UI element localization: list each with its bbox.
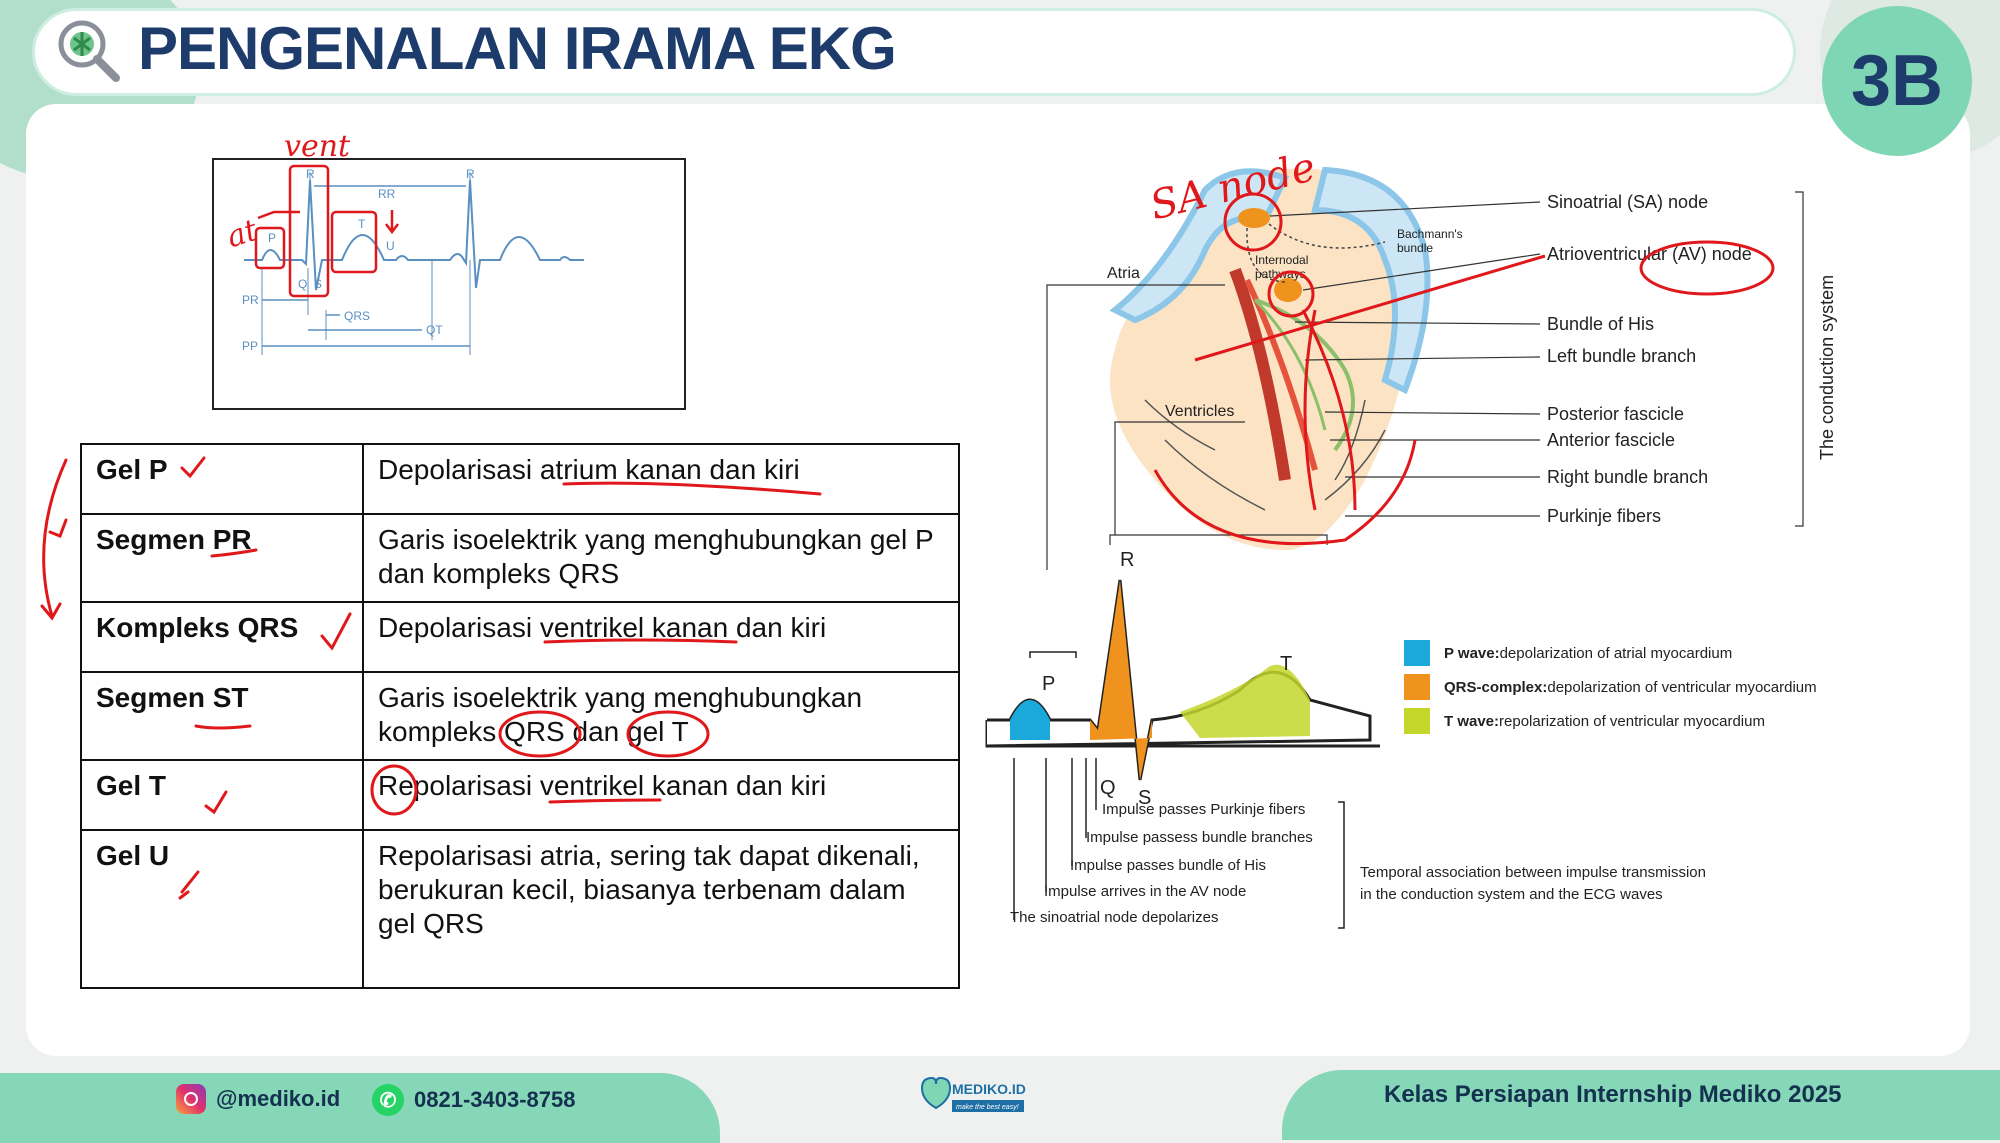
instagram-icon xyxy=(176,1084,206,1114)
handwritten-annotations-table xyxy=(40,456,822,900)
table-row: Kompleks QRS Depolarisasi ventrikel kana… xyxy=(80,601,960,673)
label-sa-node: Sinoatrial (SA) node xyxy=(1547,192,1708,212)
label-bundle-his: Bundle of His xyxy=(1547,314,1654,334)
logo-tagline: make the best easy! xyxy=(956,1104,1019,1111)
annotation-vent: vent xyxy=(284,129,351,164)
ekg-label-rr: RR xyxy=(378,187,396,201)
label-right-bundle: Right bundle branch xyxy=(1547,467,1708,487)
table-term: Gel U xyxy=(80,829,364,989)
step-av-node: Impulse arrives in the AV node xyxy=(1044,883,1246,900)
label-left-bundle: Left bundle branch xyxy=(1547,346,1696,366)
label-bachmann-1: Bachmann's xyxy=(1397,227,1463,241)
table-term: Gel P xyxy=(80,443,364,515)
ekg-label-qrs: QRS xyxy=(344,309,370,323)
ekg-label-p: P xyxy=(268,231,276,245)
table-row: Gel P Depolarisasi atrium kanan dan kiri xyxy=(80,443,960,515)
table-desc: Depolarisasi ventrikel kanan dan kiri xyxy=(362,601,960,673)
legend-item-t: T wave: repolarization of ventricular my… xyxy=(1404,708,1765,734)
legend-text: repolarization of ventricular myocardium xyxy=(1499,712,1765,730)
label-atria: Atria xyxy=(1107,265,1140,282)
slide-badge: 3B xyxy=(1822,6,1972,156)
logo-text: MEDIKO.ID xyxy=(952,1081,1026,1097)
whatsapp-contact[interactable]: ✆ 0821-3403-8758 xyxy=(372,1084,575,1116)
label-bachmann-2: bundle xyxy=(1397,241,1433,255)
label-internodal-1: Internodal xyxy=(1255,253,1308,267)
temporal-note-line2: in the conduction system and the ECG wav… xyxy=(1360,886,1663,903)
footer-left xyxy=(0,1073,720,1143)
ekg-label-pp: PP xyxy=(242,339,258,353)
step-bundle-branches: Impulse passess bundle branches xyxy=(1086,829,1313,846)
table-term: Segmen PR xyxy=(80,513,364,603)
table-row: Gel T Repolarisasi ventrikel kanan dan k… xyxy=(80,759,960,831)
table-row: Gel U Repolarisasi atria, sering tak dap… xyxy=(80,829,960,989)
step-bundle-his: Impulse passes bundle of His xyxy=(1070,857,1266,874)
legend-text: depolarization of atrial myocardium xyxy=(1499,644,1733,662)
wave-label-r: R xyxy=(1120,549,1134,571)
legend-bold: T wave: xyxy=(1444,712,1500,730)
step-purkinje: Impulse passes Purkinje fibers xyxy=(1102,801,1305,818)
wave-label-q: Q xyxy=(1100,777,1116,799)
table-desc: Depolarisasi atrium kanan dan kiri xyxy=(362,443,960,515)
table-desc: Garis isoelektrik yang menghubungkan kom… xyxy=(362,671,960,761)
phone-text: 0821-3403-8758 xyxy=(414,1087,576,1112)
ekg-diagram: R R RR P T U Q S PR QRS QT PP xyxy=(212,158,686,410)
wave-label-s: S xyxy=(1138,787,1151,809)
table-term: Gel T xyxy=(80,759,364,831)
ekg-components-table: Gel P Depolarisasi atrium kanan dan kiri… xyxy=(80,443,960,989)
instagram-text: @mediko.id xyxy=(216,1086,341,1111)
whatsapp-icon: ✆ xyxy=(372,1084,404,1116)
label-purkinje: Purkinje fibers xyxy=(1547,506,1661,526)
label-posterior-fascicle: Posterior fascicle xyxy=(1547,404,1684,424)
table-row: Segmen PR Garis isoelektrik yang menghub… xyxy=(80,513,960,603)
label-conduction-system: The conduction system xyxy=(1817,275,1837,460)
table-term: Segmen ST xyxy=(80,671,364,761)
annotation-at: at xyxy=(223,212,263,250)
ekg-label-r1: R xyxy=(306,167,315,181)
ekg-label-r2: R xyxy=(466,167,475,181)
legend-swatch-p xyxy=(1404,640,1430,666)
ekg-trace-svg: R R RR P T U Q S PR QRS QT PP xyxy=(242,164,584,355)
table-row: Segmen ST Garis isoelektrik yang menghub… xyxy=(80,671,960,761)
legend-bold: QRS-complex: xyxy=(1444,678,1548,696)
legend-item-p: P wave: depolarization of atrial myocard… xyxy=(1404,640,1732,666)
course-title: Kelas Persiapan Internship Mediko 2025 xyxy=(1384,1081,1842,1108)
table-term: Kompleks QRS xyxy=(80,601,364,673)
ekg-label-u: U xyxy=(386,239,395,253)
table-desc: Repolarisasi ventrikel kanan dan kiri xyxy=(362,759,960,831)
legend-text: depolarization of ventricular myocardium xyxy=(1547,678,1817,696)
ekg-label-s: S xyxy=(314,277,322,291)
legend-bold: P wave: xyxy=(1444,644,1500,662)
wave-label-t: T xyxy=(1280,653,1292,675)
legend-swatch-t xyxy=(1404,708,1430,734)
search-icon xyxy=(58,20,120,82)
mediko-logo: MEDIKO.ID make the best easy! xyxy=(920,1076,1026,1112)
ekg-label-q: Q xyxy=(298,277,307,291)
table-desc: Repolarisasi atria, sering tak dapat dik… xyxy=(362,829,960,989)
ekg-label-qt: QT xyxy=(426,323,443,337)
label-anterior-fascicle: Anterior fascicle xyxy=(1547,430,1675,450)
legend-item-qrs: QRS-complex: depolarization of ventricul… xyxy=(1404,674,1817,700)
ekg-label-t: T xyxy=(358,217,366,231)
page-title: PENGENALAN IRAMA EKG xyxy=(138,15,897,82)
ekg-label-pr: PR xyxy=(242,293,259,307)
heart-conduction-diagram: Sinoatrial (SA) node Atrioventricular (A… xyxy=(1046,150,1837,570)
header-bar xyxy=(32,8,1796,96)
label-ventricles: Ventricles xyxy=(1165,403,1234,420)
legend-swatch-qrs xyxy=(1404,674,1430,700)
wave-label-p: P xyxy=(1042,673,1055,695)
table-desc: Garis isoelektrik yang menghubungkan gel… xyxy=(362,513,960,603)
instagram-handle[interactable]: @mediko.id xyxy=(176,1084,340,1114)
handwritten-annotations-ekg: vent at xyxy=(223,129,351,250)
step-sa-node: The sinoatrial node depolarizes xyxy=(1010,909,1218,926)
temporal-note-line1: Temporal association between impulse tra… xyxy=(1360,864,1706,881)
ecg-wave-diagram: P R Q S T Impulse passes Purkinje fibers… xyxy=(985,549,1380,929)
